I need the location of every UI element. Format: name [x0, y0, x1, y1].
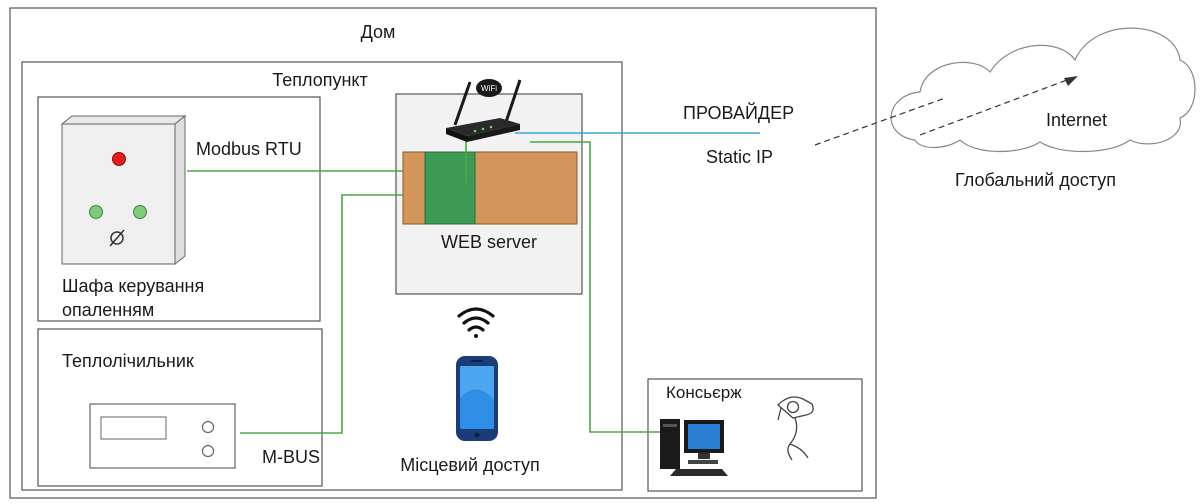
concierge-box	[647, 378, 863, 492]
concierge-label: Консьєрж	[666, 383, 742, 402]
heat-meter-label: Теплолічильник	[62, 351, 194, 371]
mbus-wire	[240, 194, 403, 434]
house-box	[9, 7, 877, 499]
modbus-label: Modbus RTU	[196, 139, 302, 159]
cabinet-label-line2: опаленням	[62, 300, 154, 320]
heat-meter-box	[37, 328, 323, 487]
heat-meter-device	[89, 403, 236, 469]
cabinet-label-line1: Шафа керування	[62, 276, 204, 296]
wifi-icon	[457, 307, 495, 338]
green-lamp-left	[89, 205, 103, 219]
static-ip-label: Static IP	[706, 147, 773, 167]
red-lamp	[112, 152, 126, 166]
heat-point-box	[21, 61, 623, 491]
local-access-label: Місцевий доступ	[400, 455, 540, 475]
web-server	[402, 151, 578, 225]
green-wires	[187, 140, 660, 434]
concierge-wire	[530, 141, 660, 433]
provider-label: ПРОВАЙДЕР	[683, 102, 794, 123]
global-access-label: Глобальний доступ	[955, 170, 1116, 190]
internet-link	[814, 76, 1076, 146]
sleeping-person-icon	[777, 396, 814, 461]
control-cabinet	[60, 114, 187, 266]
wifi-badge-text: WiFi	[481, 84, 497, 93]
internet-label: Internet	[1046, 110, 1107, 130]
switch-symbol	[110, 231, 124, 245]
heat-point-label: Теплопункт	[272, 70, 367, 90]
smartphone-icon	[456, 356, 498, 441]
cloud-icon	[890, 27, 1196, 153]
green-lamp-right	[133, 205, 147, 219]
cabinet-box	[37, 96, 321, 322]
wifi-router-icon: WiFi	[446, 79, 522, 142]
web-server-label: WEB server	[441, 232, 537, 252]
desktop-computer-icon	[660, 419, 728, 476]
arrow-head	[1064, 76, 1078, 86]
house-label: Дом	[361, 22, 396, 42]
mbus-label: M-BUS	[262, 447, 320, 467]
